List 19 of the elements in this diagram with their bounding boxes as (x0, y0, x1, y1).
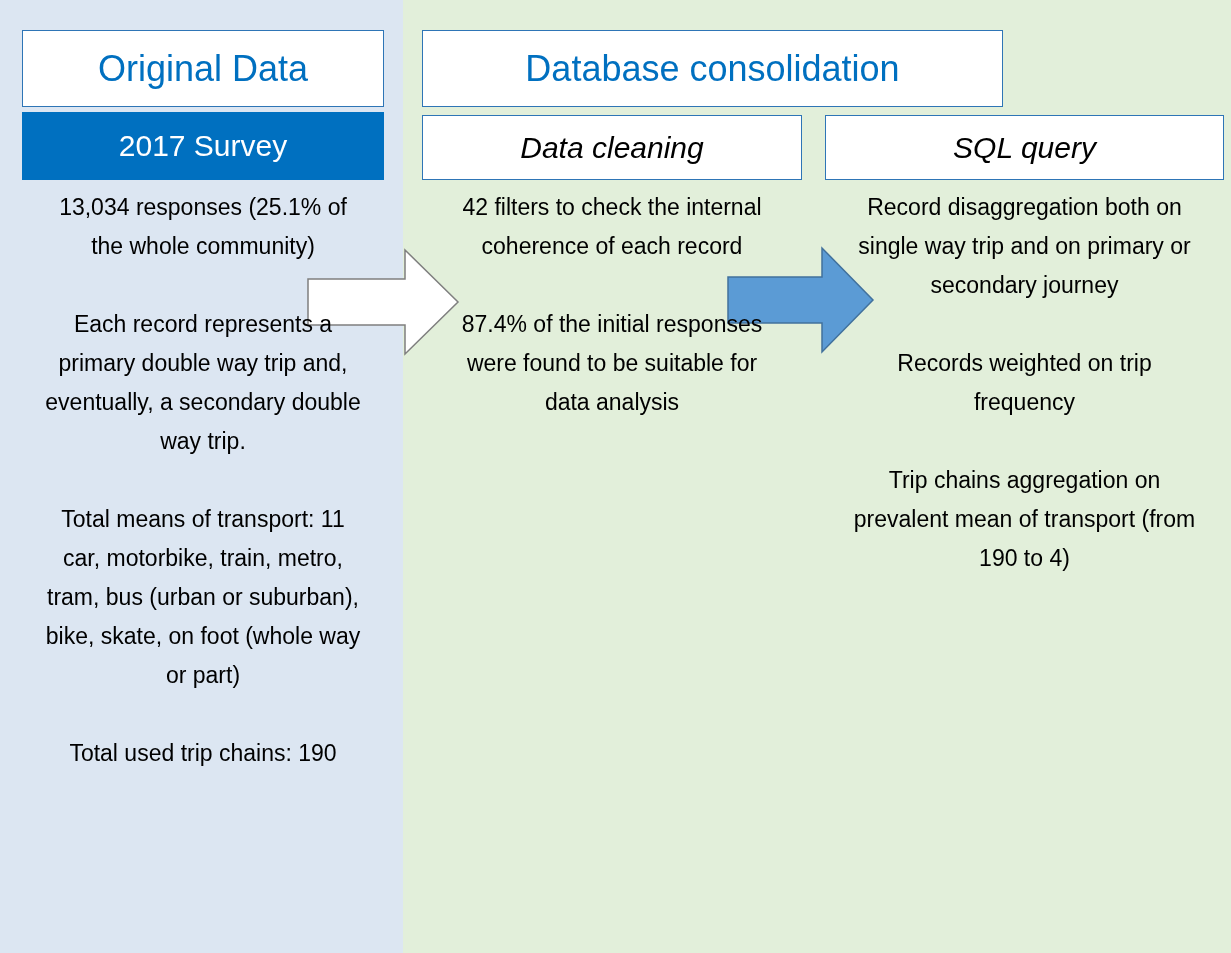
description-text: Total used trip chains: 190 (68, 739, 338, 768)
section-panel (0, 0, 403, 953)
description-text: Trip chains aggregation on prevalent mean of transport (from 190 to 4) (852, 466, 1197, 573)
step-header: Data cleaning (422, 115, 802, 180)
description-text: 13,034 responses (25.1% of the whole community) (58, 193, 348, 261)
section-heading: Original Data (22, 30, 384, 107)
description-text: Records weighted on trip frequency (896, 349, 1153, 417)
section-heading: Database consolidation (422, 30, 1003, 107)
block-arrow (307, 248, 460, 356)
step-header: SQL query (825, 115, 1224, 180)
description-text: 87.4% of the initial responses were found to be suitable for data analysis (460, 310, 764, 417)
step-header: 2017 Survey (22, 112, 384, 180)
description-text: Each record represents a primary double way trip and, eventually, a secondary double way trip. (44, 310, 362, 456)
description-text: Total means of transport: 11 (60, 505, 346, 534)
description-text: 42 filters to check the internal coherence of each record (461, 193, 763, 261)
description-text: car, motorbike, train, metro, tram, bus (urban or suburban), bike, skate, on foot (whole way or part) (44, 544, 362, 690)
description-text: Record disaggregation both on single way trip and on primary or secondary journey (857, 193, 1192, 300)
section-panel (403, 0, 1231, 953)
block-arrow (727, 246, 875, 354)
